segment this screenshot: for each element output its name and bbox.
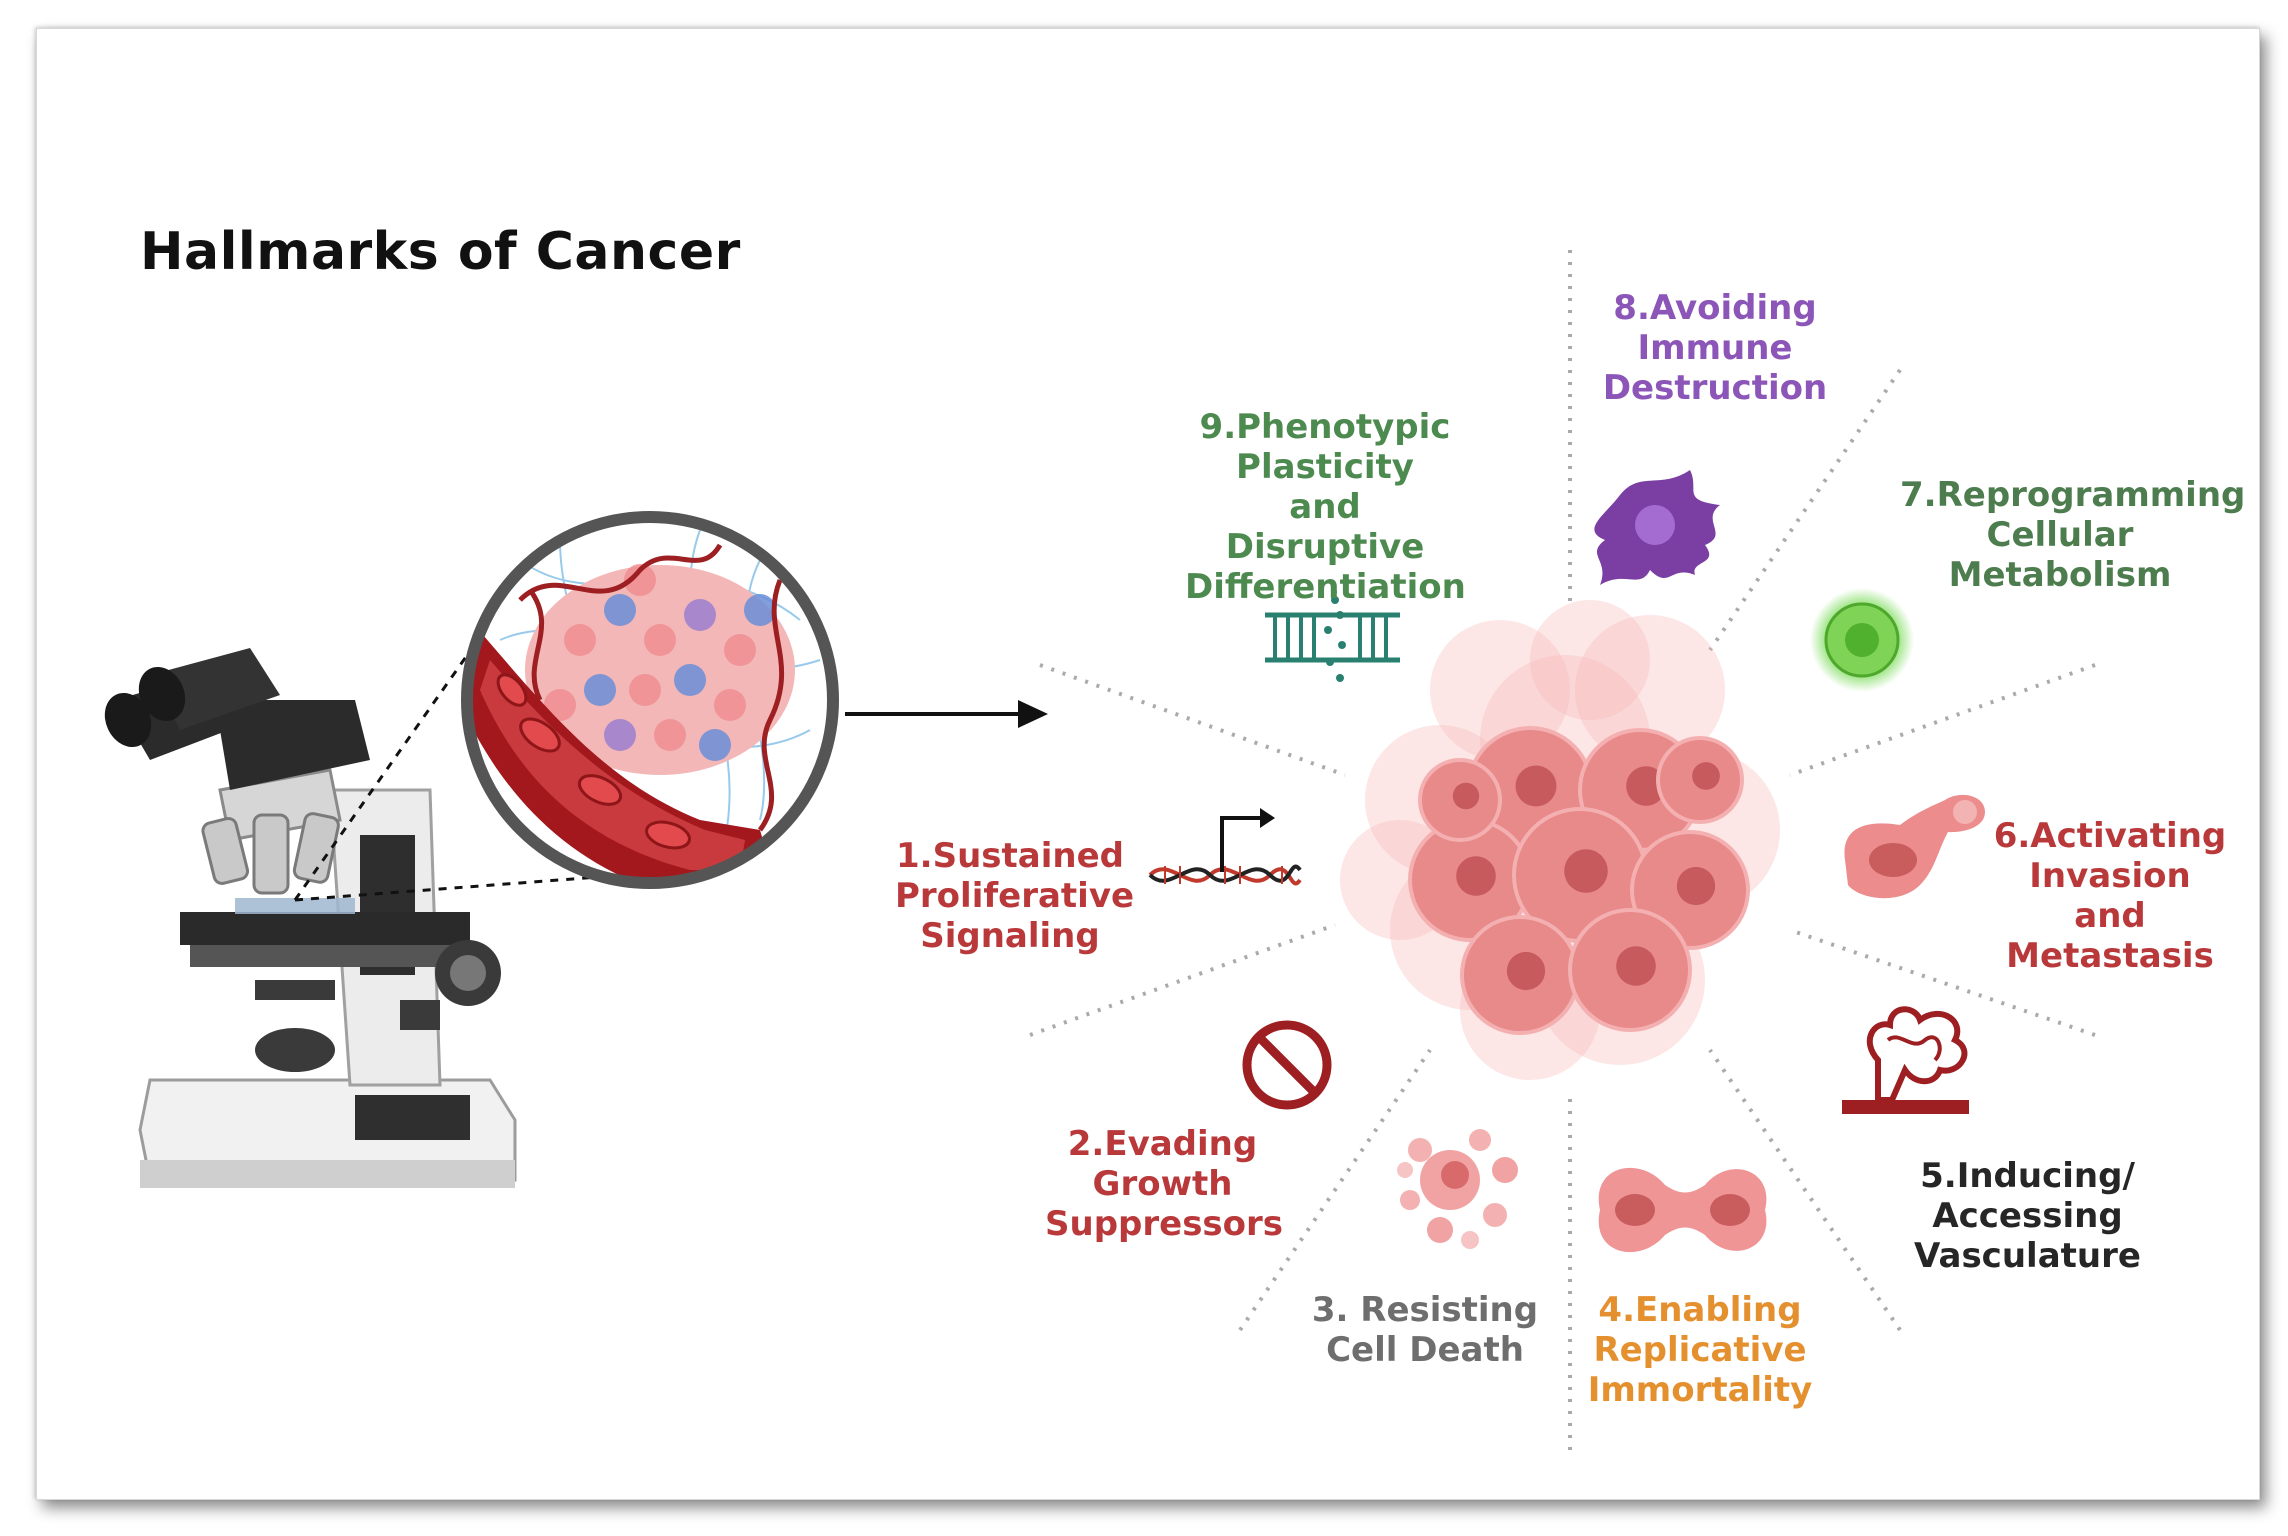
tumor-halo	[1430, 620, 1570, 760]
dna-transcription-icon	[1148, 808, 1302, 886]
tumor-cell-nucleus	[1564, 849, 1608, 893]
tumor-cell-nucleus	[1456, 856, 1496, 896]
figure-title: Hallmarks of Cancer	[140, 222, 741, 282]
lens-cell	[644, 624, 676, 656]
lens-cell	[714, 689, 746, 721]
hallmark-8-label: 8.Avoiding Immune Destruction	[1602, 288, 1828, 408]
hallmark-4-label: 4.Enabling Replicative Immortality	[1587, 1290, 1813, 1410]
magnification-arrow	[845, 700, 1048, 728]
tumor-halo	[1575, 615, 1725, 765]
tumor-cell-nucleus	[1506, 951, 1546, 991]
membrane-channel-icon	[1265, 589, 1400, 682]
hallmark-3-label: 3. Resisting Cell Death	[1311, 1290, 1539, 1370]
tumor-cell-nucleus	[1676, 866, 1716, 906]
lens-cell	[624, 564, 656, 596]
hallmark-5-label: 5.Inducing/ Accessing Vasculature	[1914, 1156, 2141, 1276]
magnified-tissue-icon	[461, 511, 839, 889]
hallmark-7-label: 7.Reprogramming Cellular Metabolism	[1900, 475, 2246, 595]
prohibition-icon	[1242, 1020, 1332, 1110]
lens-cell	[699, 729, 731, 761]
glowing-cell-icon	[1810, 588, 1914, 692]
lens-cell	[654, 719, 686, 751]
lens-cell	[684, 599, 716, 631]
tumor-cell-nucleus	[1515, 765, 1557, 807]
lens-cell	[604, 719, 636, 751]
lens-cell	[674, 664, 706, 696]
hallmark-6-label: 6.Activating Invasion and Metastasis	[1993, 816, 2227, 976]
lens-cell	[544, 689, 576, 721]
radial-dividers	[1029, 250, 2096, 1450]
lens-cell	[584, 674, 616, 706]
figure-card	[36, 28, 2260, 1500]
lens-cell	[604, 594, 636, 626]
tumor-cell-nucleus	[1626, 766, 1666, 806]
lens-cell	[744, 594, 776, 626]
blood-vessel-icon	[1842, 1006, 1969, 1114]
tumor-cluster-icon	[1340, 600, 1780, 1080]
hallmark-9-label: 9.Phenotypic Plasticity and Disruptive D…	[1185, 407, 1466, 607]
microscope-icon	[104, 579, 626, 1188]
lens-cell	[724, 634, 756, 666]
tumor-cell-nucleus	[1692, 762, 1720, 790]
lens-cell	[629, 674, 661, 706]
immune-cell-icon	[1594, 470, 1720, 585]
hallmark-1-label: 1.Sustained Proliferative Signaling	[895, 836, 1135, 956]
apoptotic-cell-icon	[1397, 1129, 1518, 1249]
migrating-cell-icon	[1844, 794, 1985, 899]
hallmark-2-label: 2.Evading Growth Suppressors	[1045, 1124, 1284, 1244]
tumor-cell-nucleus	[1452, 782, 1480, 810]
tumor-halo	[1530, 600, 1650, 720]
dividing-cell-icon	[1598, 1167, 1767, 1253]
tumor-cell-nucleus	[1616, 946, 1656, 986]
lens-cell	[564, 624, 596, 656]
